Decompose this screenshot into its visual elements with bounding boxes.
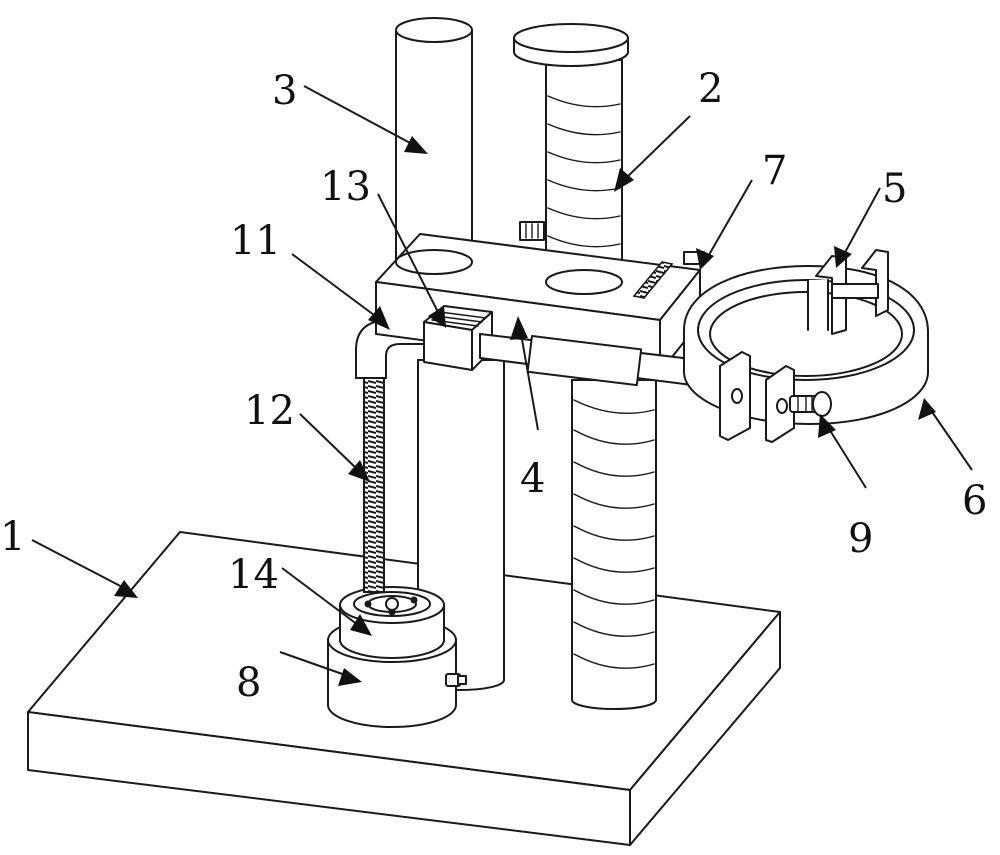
- callout-3: 3: [272, 68, 297, 114]
- callout-1: 1: [0, 514, 25, 560]
- callout-9: 9: [848, 516, 873, 562]
- callout-2: 2: [698, 66, 723, 112]
- callout-4: 4: [520, 456, 545, 502]
- callout-14: 14: [228, 552, 279, 598]
- callout-numbers: 1 2 3 4 5 6 7 8 9 11 12 13 14: [0, 66, 987, 706]
- arrow-heads: [114, 136, 936, 686]
- support-column-upper: [395, 17, 473, 271]
- screw-rod-upper: [513, 23, 629, 291]
- clamp-ear-bottom: [719, 351, 795, 443]
- callout-13: 13: [320, 164, 371, 210]
- horizontal-rod: [479, 333, 701, 387]
- locking-bolt: [789, 391, 832, 417]
- bottom-cup: [327, 586, 467, 728]
- callout-11: 11: [230, 218, 281, 264]
- callout-8: 8: [236, 660, 261, 706]
- bellows-hose: [363, 377, 385, 593]
- screw-rod-lower: [571, 379, 657, 710]
- callout-7: 7: [762, 148, 787, 194]
- callout-5: 5: [882, 166, 907, 212]
- clamp-ear-top: [815, 249, 889, 335]
- callout-6: 6: [962, 478, 987, 524]
- callout-12: 12: [244, 388, 295, 434]
- leader-lines: [31, 85, 973, 677]
